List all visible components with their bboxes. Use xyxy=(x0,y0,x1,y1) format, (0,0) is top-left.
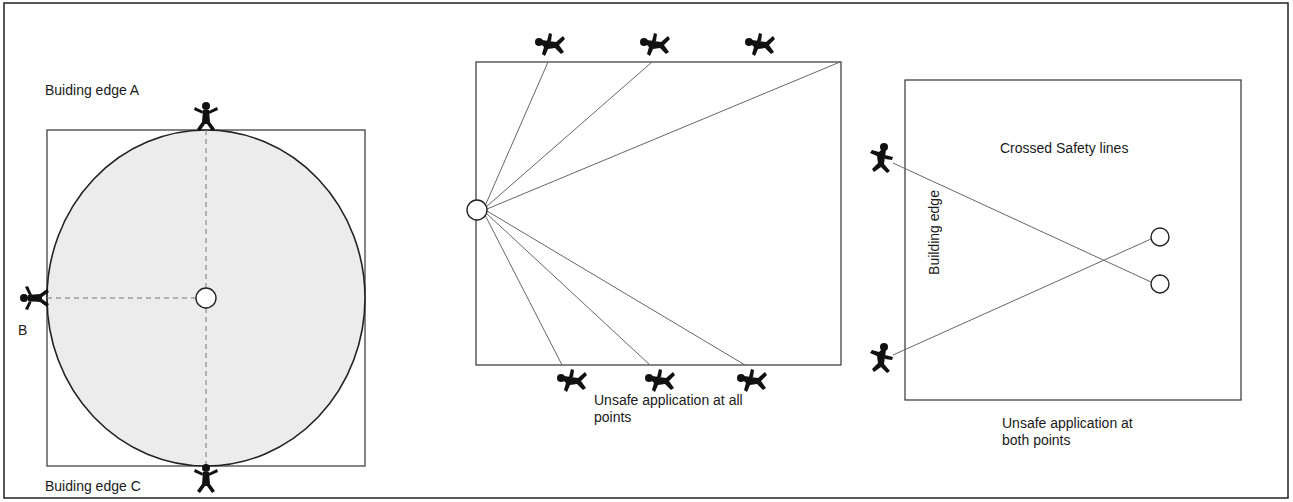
warning-note: Unsafe application at both points xyxy=(1002,415,1162,449)
warning-note: Unsafe application at all points xyxy=(594,392,744,426)
worker-figure xyxy=(20,286,49,310)
anchor-point xyxy=(196,288,216,308)
edge-label: Buiding edge A xyxy=(45,82,139,99)
roof-square xyxy=(47,130,365,466)
worker-figure xyxy=(194,102,218,131)
worker-figure xyxy=(870,343,893,373)
worker-figure xyxy=(737,369,767,392)
worker-figure xyxy=(194,464,218,493)
roof-square xyxy=(905,80,1241,400)
anchor-point xyxy=(1151,275,1169,293)
edge-label: Building edge xyxy=(926,190,943,275)
worker-figure xyxy=(535,33,565,56)
worker-figure xyxy=(745,33,775,56)
dashed-line xyxy=(206,130,207,288)
edge-label: Buiding edge C xyxy=(45,478,141,495)
safety-lines xyxy=(485,62,840,365)
edge-label: B xyxy=(18,322,27,339)
dashed-line xyxy=(206,308,207,466)
crossed-safety-lines xyxy=(893,163,1151,355)
safe-radius-circle xyxy=(47,130,365,466)
outer-frame xyxy=(4,3,1288,498)
anchor-point xyxy=(467,200,487,220)
roof-square xyxy=(476,62,841,365)
dashed-line xyxy=(47,298,196,299)
worker-figure xyxy=(645,369,675,392)
worker-figure xyxy=(557,369,587,392)
callout-label: Crossed Safety lines xyxy=(1000,140,1128,157)
worker-figure xyxy=(870,143,893,173)
worker-figure xyxy=(640,33,670,56)
anchor-point xyxy=(1151,228,1169,246)
